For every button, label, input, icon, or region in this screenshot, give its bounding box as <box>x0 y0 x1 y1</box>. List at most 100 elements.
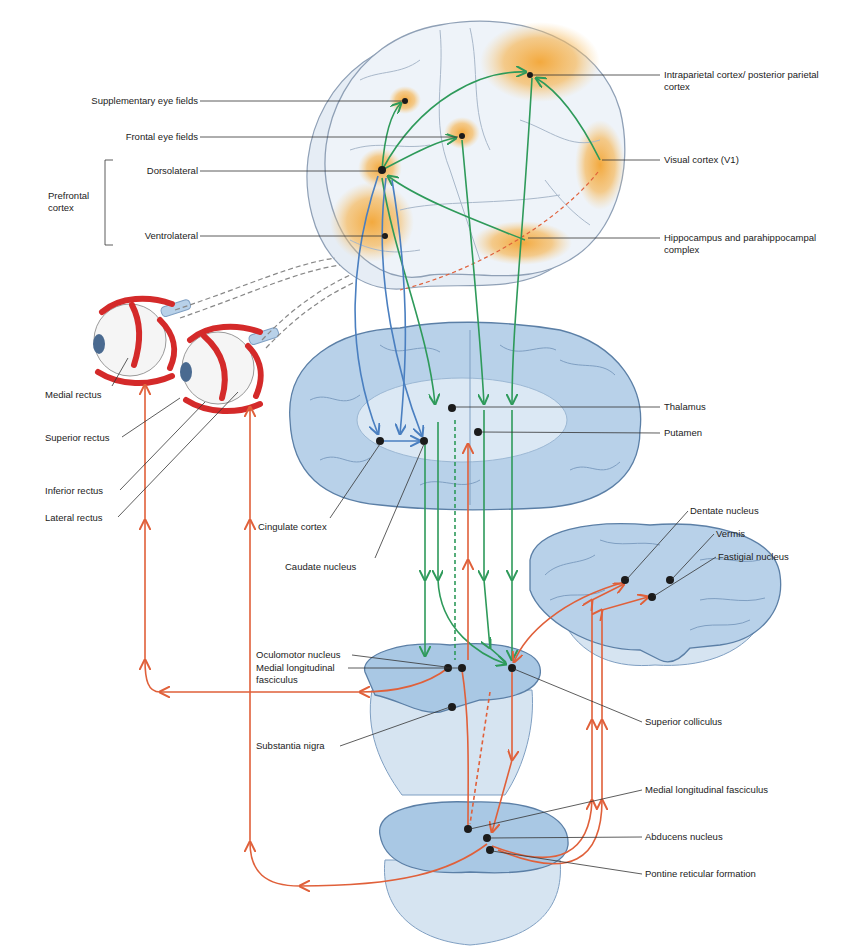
visual-input-path <box>262 275 350 340</box>
structure-label: Oculomotor nucleus <box>256 649 376 661</box>
axial-brain-slice <box>290 322 641 510</box>
leader-line <box>480 432 660 433</box>
brainstem-pathway <box>492 672 512 832</box>
axial-brain-slice <box>500 345 556 351</box>
nucleus-dot <box>378 166 386 174</box>
structure-label: Hippocampus and parahippocampal complex <box>664 232 832 256</box>
eyeball <box>186 400 260 411</box>
cortical-pathway <box>454 420 456 660</box>
axial-brain-slice <box>320 457 370 462</box>
eyeball <box>160 320 174 368</box>
structure-label: Medial longitudinal fasciculus <box>256 662 352 686</box>
leader-line <box>532 75 660 76</box>
basal-ganglia-pathway <box>392 180 405 434</box>
nucleus-dot <box>402 98 408 104</box>
lateral-brain <box>389 86 421 114</box>
structure-label: Abducens nucleus <box>645 831 795 843</box>
structure-label: Cingulate cortex <box>258 521 378 533</box>
visual-input-path <box>266 282 355 348</box>
structure-label: Caudate nucleus <box>285 561 405 573</box>
midbrain <box>365 644 541 795</box>
eyeball <box>248 346 261 396</box>
leader-line <box>200 137 458 138</box>
axial-brain-slice <box>420 480 480 485</box>
brainstem-pathway <box>467 444 469 660</box>
midbrain <box>365 644 541 713</box>
cerebellum <box>545 555 595 575</box>
cortical-pathway <box>536 78 600 160</box>
leader-line <box>348 668 460 669</box>
lateral-brain <box>307 21 625 289</box>
structure-label: Ventrolateral <box>78 230 198 242</box>
cerebellum <box>700 598 765 601</box>
visual-input-path <box>400 172 598 290</box>
eyeball <box>98 299 174 383</box>
cortical-pathway <box>462 140 484 404</box>
leader-line <box>200 236 385 237</box>
structure-label: Superior colliculus <box>645 716 795 728</box>
leader-line <box>200 101 402 102</box>
brainstem-pathway <box>250 407 487 886</box>
structure-label: Intraparietal cortex/ posterior parietal… <box>664 69 822 93</box>
lateral-brain <box>350 28 600 260</box>
eyeball <box>132 305 139 365</box>
axial-brain-slice <box>380 345 440 352</box>
leader-line <box>120 402 205 490</box>
structure-label: Vermis <box>716 528 816 540</box>
leader-line <box>112 358 128 386</box>
structure-label: Supplementary eye fields <box>58 95 198 107</box>
leader-line <box>602 160 660 161</box>
leader-line <box>627 511 688 579</box>
leader-line <box>200 171 380 172</box>
leader-line <box>122 398 180 437</box>
basal-ganglia-pathway <box>355 176 422 441</box>
lateral-brain <box>470 28 490 150</box>
cortical-pathway <box>382 178 435 404</box>
basal-ganglia-pathway <box>355 176 378 434</box>
nucleus-dot <box>621 576 629 584</box>
eyeball <box>93 299 280 411</box>
basal-ganglia-pathway <box>382 178 422 436</box>
leader-line <box>470 790 642 829</box>
leader-line <box>105 75 716 874</box>
nucleus-dot <box>648 593 656 601</box>
nucleus-dot <box>486 846 494 854</box>
brainstem-pathway <box>514 582 625 662</box>
cortical-pathway <box>388 176 525 240</box>
leader-line <box>105 160 113 245</box>
axial-brain-slice <box>570 462 620 470</box>
structure-label: Dentate nucleus <box>690 505 820 517</box>
nucleus-dot <box>376 72 674 854</box>
leader-line <box>514 669 642 722</box>
structure-label: Superior rectus <box>45 432 145 444</box>
leader-line <box>340 707 450 746</box>
brainstem-pathway <box>462 670 468 826</box>
midbrain <box>370 690 532 795</box>
nucleus-dot <box>448 404 456 412</box>
nucleus-dot <box>420 437 428 445</box>
leader-line <box>118 392 238 517</box>
axial-brain-slice <box>560 360 615 375</box>
nucleus-dot <box>666 576 674 584</box>
leader-line <box>455 407 660 408</box>
structure-label: Pontine reticular formation <box>645 868 835 880</box>
visual-input-path <box>180 265 340 318</box>
lateral-brain <box>325 21 625 277</box>
cerebellum <box>690 620 750 630</box>
structure-label: Substantia nigra <box>256 740 376 752</box>
structure-label: Visual cortex (V1) <box>664 154 814 166</box>
structure-label: Putamen <box>664 427 784 439</box>
cortical-pathway <box>484 410 506 662</box>
cortical-pathway <box>382 103 401 170</box>
leader-line <box>330 444 380 518</box>
nucleus-dot <box>508 664 516 672</box>
cortical-pathway <box>382 72 600 664</box>
leader-line <box>528 238 660 239</box>
lateral-brain <box>520 120 600 143</box>
cortical-pathway <box>511 410 513 660</box>
leader-line <box>672 534 714 579</box>
structure-label: Fastigial nucleus <box>718 551 838 563</box>
brainstem-pathway <box>498 597 648 864</box>
